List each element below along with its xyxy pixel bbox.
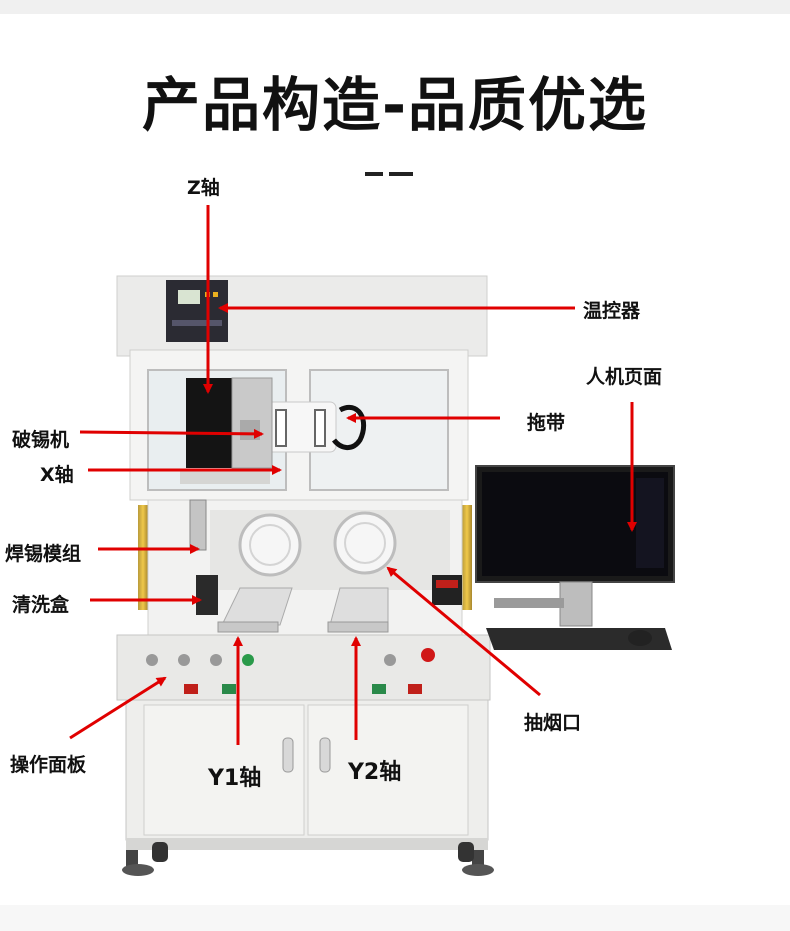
hmi-monitor [475, 465, 675, 650]
label-y1-axis: Y1轴 [208, 766, 262, 791]
control-panel-desk [116, 634, 491, 701]
label-smoke-outlet: 抽烟口 [524, 712, 582, 734]
label-solder-module: 焊锡模组 [5, 543, 82, 565]
label-tin-breaker: 破锡机 [12, 429, 70, 451]
label-control-panel: 操作面板 [10, 754, 87, 776]
work-area [147, 499, 463, 636]
z-axis-head [180, 377, 273, 484]
page-title: 产品构造-品质优选 [141, 71, 649, 139]
bottom-band [0, 905, 790, 931]
label-y2-axis: Y2轴 [348, 760, 402, 785]
label-drag-chain: 拖带 [527, 412, 566, 434]
title-divider [365, 172, 413, 176]
lower-cabinet [122, 699, 494, 876]
label-cleaning-box: 清洗盒 [12, 594, 70, 616]
annotation-arrows [69, 205, 637, 745]
label-temp-controller: 温控器 [583, 300, 641, 322]
label-z-axis: Z轴 [187, 177, 220, 199]
label-hmi: 人机页面 [586, 366, 663, 388]
label-x-axis: X轴 [40, 464, 74, 486]
light-curtain-left [138, 505, 148, 610]
top-band [0, 0, 790, 14]
light-curtain-right [462, 505, 472, 610]
temp-controller-box [166, 280, 228, 342]
